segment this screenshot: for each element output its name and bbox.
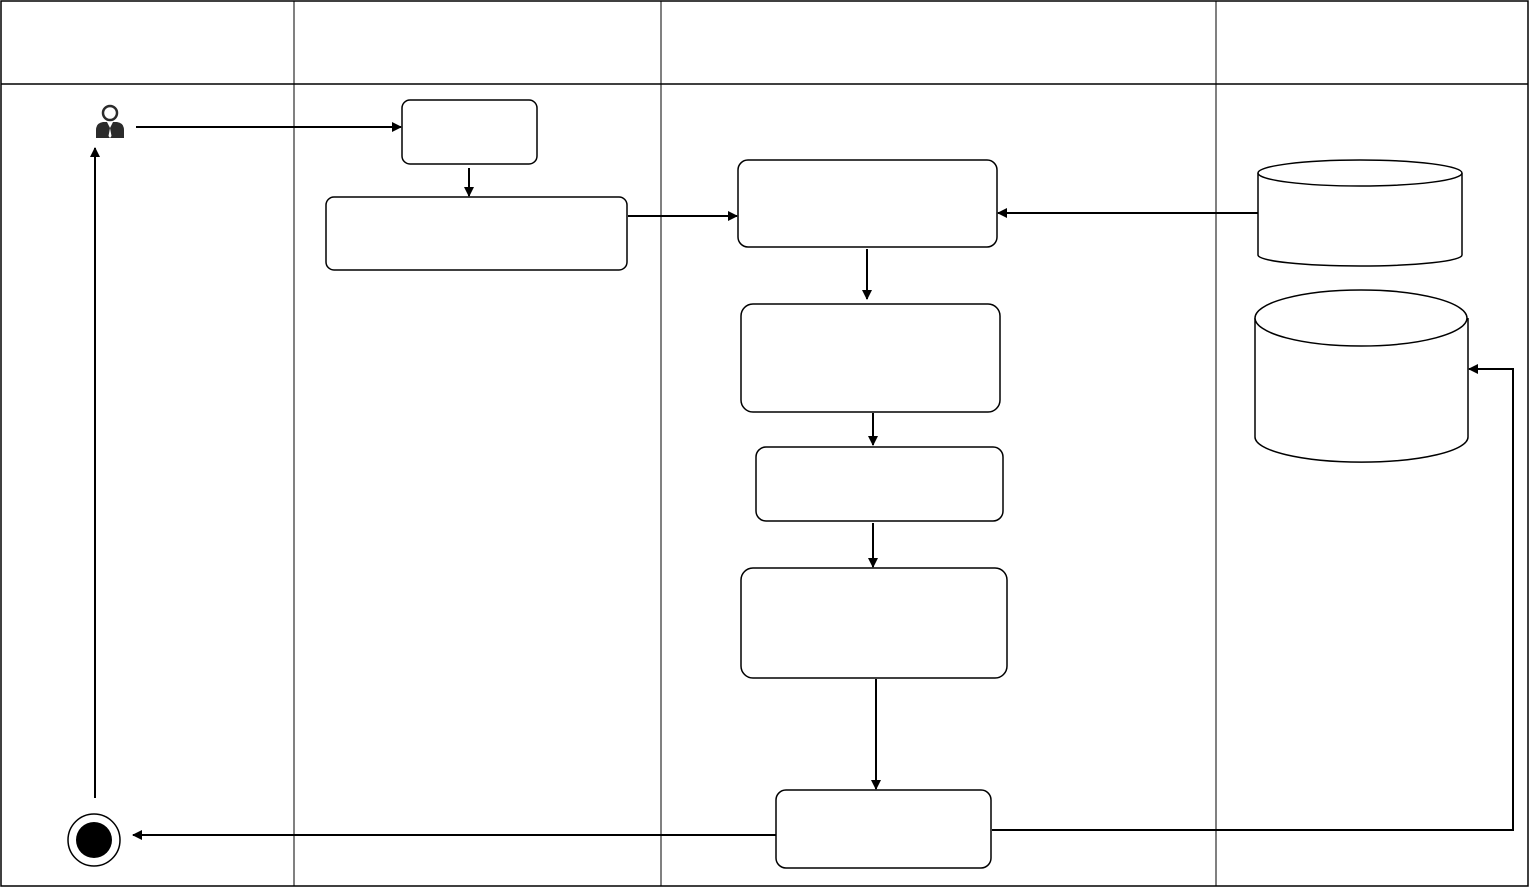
connectors bbox=[90, 122, 1514, 840]
output-node[interactable] bbox=[775, 789, 992, 869]
process-2-node[interactable] bbox=[740, 303, 1001, 413]
process-3-node[interactable] bbox=[755, 446, 1004, 522]
process-4-node[interactable] bbox=[740, 567, 1008, 679]
arrow-output-to-database bbox=[992, 364, 1514, 831]
step-b-node[interactable] bbox=[325, 196, 628, 271]
database-bottom-icon[interactable] bbox=[1254, 289, 1469, 463]
process-1-node[interactable] bbox=[737, 159, 998, 248]
user-icon bbox=[96, 104, 124, 138]
end-node bbox=[67, 813, 121, 867]
step-a-node[interactable] bbox=[401, 99, 538, 165]
database-top-icon[interactable] bbox=[1257, 159, 1463, 267]
